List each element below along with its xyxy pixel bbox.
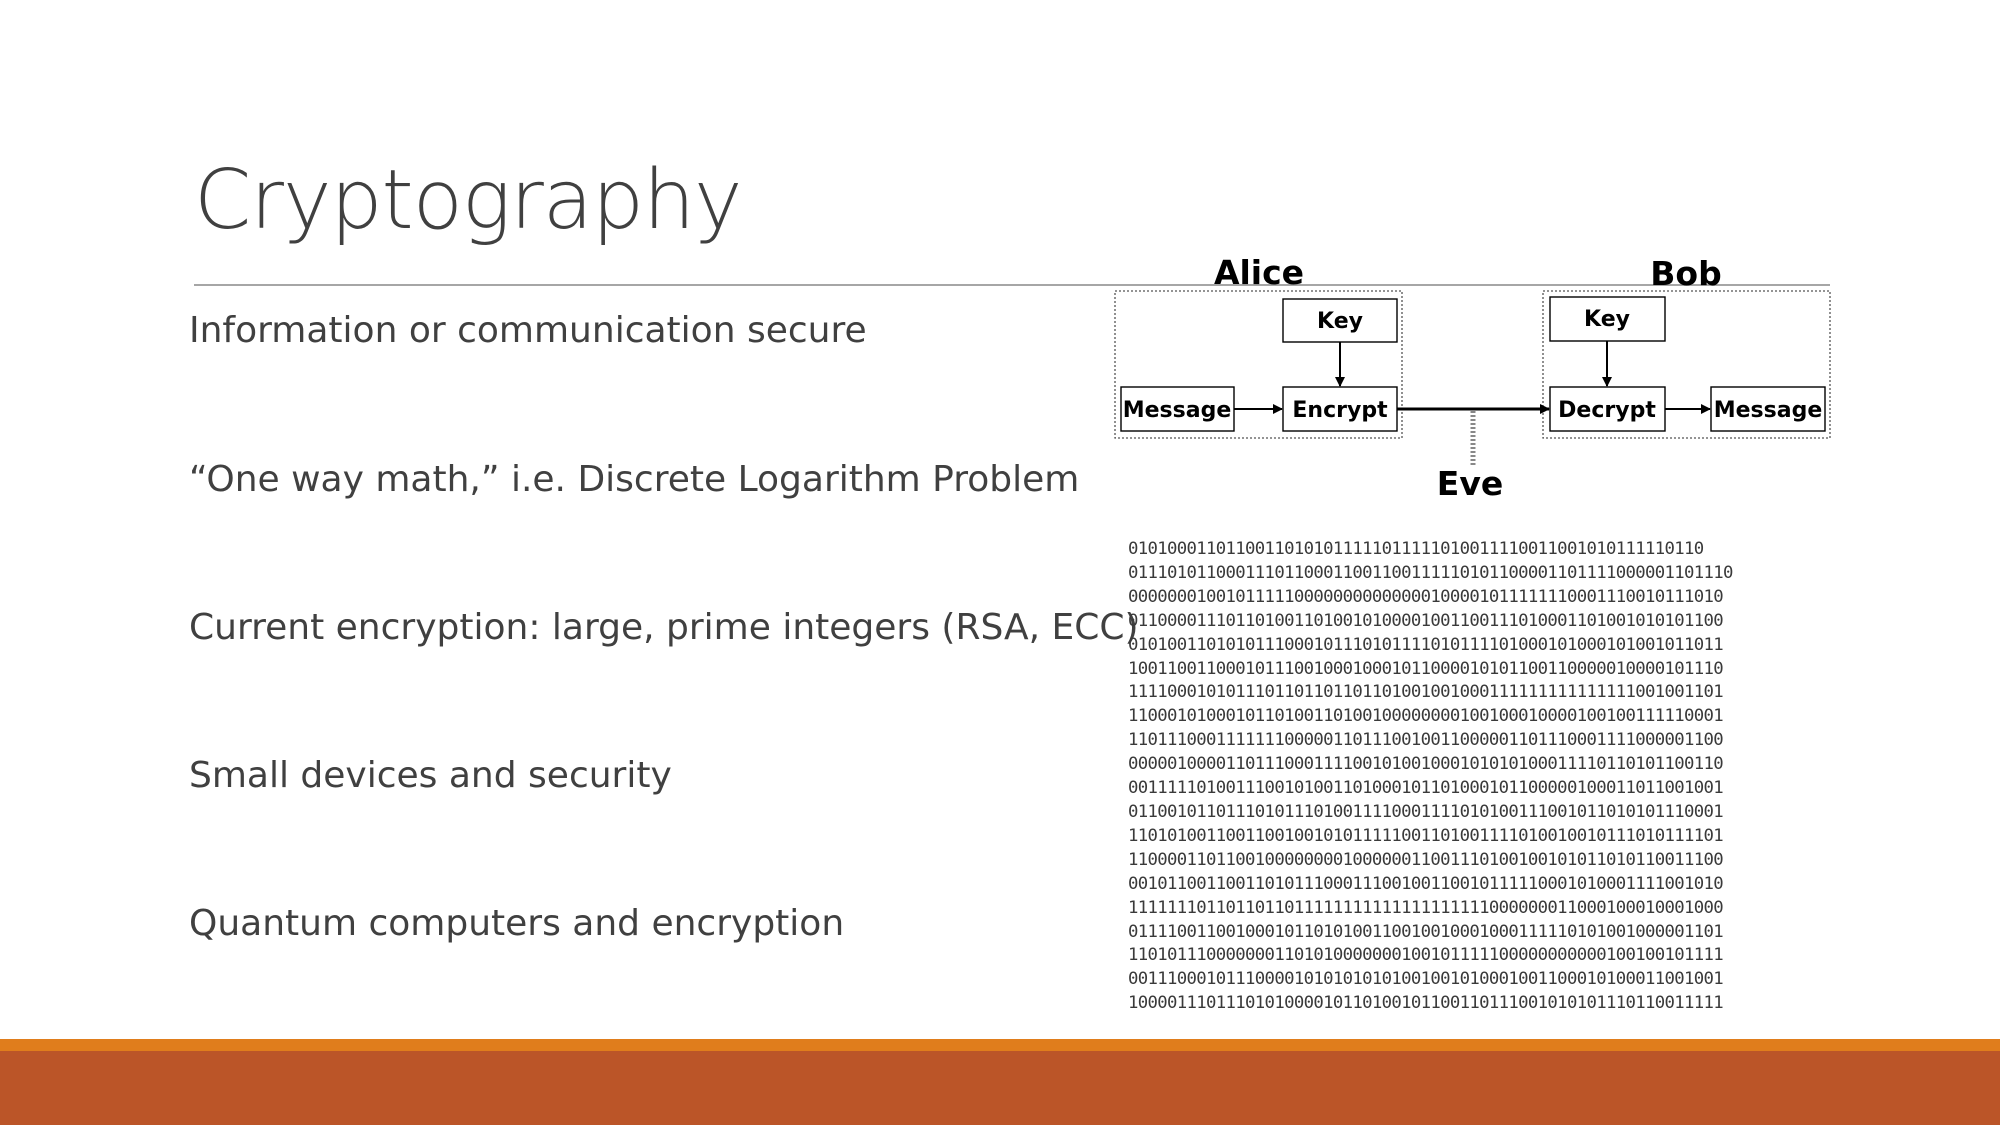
bullet-item: “One way math,” i.e. Discrete Logarithm … (189, 459, 1080, 500)
footer-bar (0, 1051, 2000, 1125)
binary-line: 1101010011001100100101011111001101001111… (1128, 825, 1724, 846)
binary-line: 0111010110001110110001100110011111010110… (1128, 562, 1733, 583)
binary-line: 1100001101100100000000100000011001110100… (1128, 849, 1724, 870)
binary-line: 0101000110110011010101111101111101001111… (1128, 539, 1704, 559)
decrypt-text: Decrypt (1558, 398, 1656, 423)
bullet-item: Current encryption: large, prime integer… (189, 607, 1139, 648)
binary-line: 0101001101010111000101110101111010111101… (1128, 634, 1724, 655)
encryption-diagram: Alice Bob Eve Key Message Encrypt Key De… (1114, 253, 1831, 503)
binary-line: 1000011101110101000010110100101100110111… (1128, 993, 1724, 1014)
bob-message-text: Message (1714, 398, 1823, 423)
title-divider (194, 284, 1830, 286)
bob-label: Bob (1650, 254, 1721, 293)
binary-line: 1111111011011011011111111111111111111000… (1128, 897, 1724, 918)
binary-line: 1101011100000001101010000000100101111100… (1128, 945, 1724, 966)
binary-line: 1101110001111111000001101110010011000001… (1128, 730, 1724, 751)
binary-line: 1100010100010110100110100100000000100100… (1128, 706, 1724, 727)
decrypt-box (1549, 386, 1666, 432)
eve-label: Eve (1437, 464, 1503, 503)
bob-key-box (1549, 296, 1666, 342)
binary-line: 0110000111011010011010010100001001100111… (1128, 610, 1724, 631)
binary-line: 0011111010011100101001101000101101000101… (1128, 778, 1724, 799)
alice-key-box (1282, 298, 1398, 343)
bob-key-text: Key (1584, 307, 1630, 332)
binary-line: 0011100010111000010101010101001001010001… (1128, 969, 1724, 990)
bob-message-box (1710, 386, 1826, 432)
binary-line: 1001100110001011100100010001011000010101… (1128, 658, 1724, 679)
alice-key-text: Key (1317, 309, 1363, 334)
footer-accent-stripe (0, 1039, 2000, 1051)
alice-label: Alice (1214, 253, 1304, 292)
binary-line: 0110010110111010111010011110001111010100… (1128, 801, 1724, 822)
alice-message-text: Message (1123, 398, 1232, 423)
binary-line: 0000010000110111000111100101001000101010… (1128, 754, 1724, 775)
slide-title: Cryptography (194, 153, 743, 248)
alice-group (1114, 290, 1403, 439)
bullet-item: Quantum computers and encryption (189, 903, 845, 944)
bob-group (1542, 290, 1831, 439)
bullet-item: Information or communication secure (189, 310, 867, 351)
bullet-item: Small devices and security (189, 755, 672, 796)
encrypt-text: Encrypt (1292, 398, 1388, 423)
binary-code-image: 0101000110110011010101111101111101001111… (1128, 539, 1832, 1028)
binary-line: 0010110011001101011100011100100110010111… (1128, 873, 1724, 894)
binary-line: 0000000100101111100000000000000100001011… (1128, 586, 1724, 607)
binary-line: 1111000101011101101101101101001001000111… (1128, 682, 1724, 703)
binary-line: 0111100110010001011010100110010010001000… (1128, 921, 1724, 942)
